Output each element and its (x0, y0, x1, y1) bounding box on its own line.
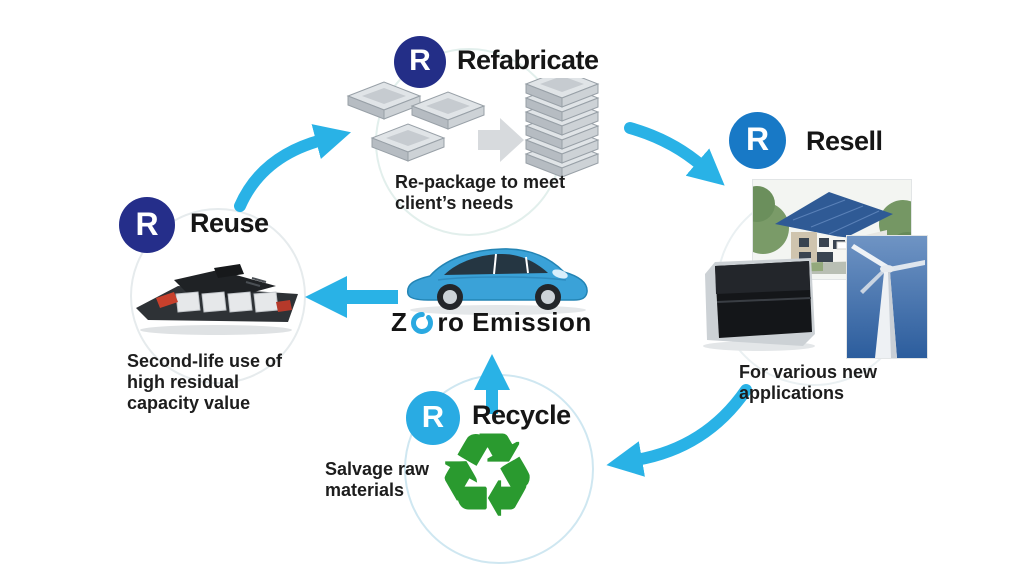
resell-r-letter: R (745, 121, 770, 157)
recycle-symbol-icon: ♻ (437, 413, 538, 538)
battery-modules-illustration (347, 78, 599, 178)
battery-module (347, 81, 421, 120)
recycle-r-badge: R (406, 391, 460, 445)
zero-emission-e-icon (411, 311, 434, 334)
reuse-caption: Second-life use of high residual capacit… (127, 351, 283, 413)
reuse-label: Reuse (190, 208, 269, 238)
battery-module (371, 123, 445, 162)
leaf-car-image (406, 248, 588, 315)
zero-emission-logo-rest: ro Emission (437, 307, 592, 337)
recycle-label: Recycle (472, 400, 571, 430)
arrow-refabricate-to-resell (624, 122, 725, 186)
home-battery-unit-photo (703, 258, 815, 351)
wind-turbine-photo (847, 236, 927, 358)
resell-label: Resell (806, 126, 883, 156)
resell-caption: For various new applications (739, 362, 878, 403)
reuse-r-letter: R (135, 205, 159, 242)
ev-battery-pack-image (136, 264, 298, 335)
resell-r-badge: R (729, 112, 786, 169)
refabricate-label: Refabricate (457, 45, 599, 75)
gray-transform-arrow (478, 118, 524, 162)
recycle-r-letter: R (421, 399, 445, 434)
recycle-caption: Salvage raw materials (325, 459, 430, 500)
refabricate-r-badge: R (394, 36, 446, 88)
refabricate-r-letter: R (409, 44, 431, 77)
arrow-reuse-to-refabricate (234, 124, 351, 212)
zero-emission-logo: Z ro Emission (391, 307, 592, 338)
battery-module-stack (525, 78, 599, 178)
arrow-resell-to-recycle (606, 384, 752, 477)
reuse-r-badge: R (119, 197, 175, 253)
refabricate-caption: Re-package to meet client’s needs (395, 172, 566, 213)
battery-module (411, 91, 485, 130)
zero-emission-logo-z: Z (391, 307, 408, 337)
